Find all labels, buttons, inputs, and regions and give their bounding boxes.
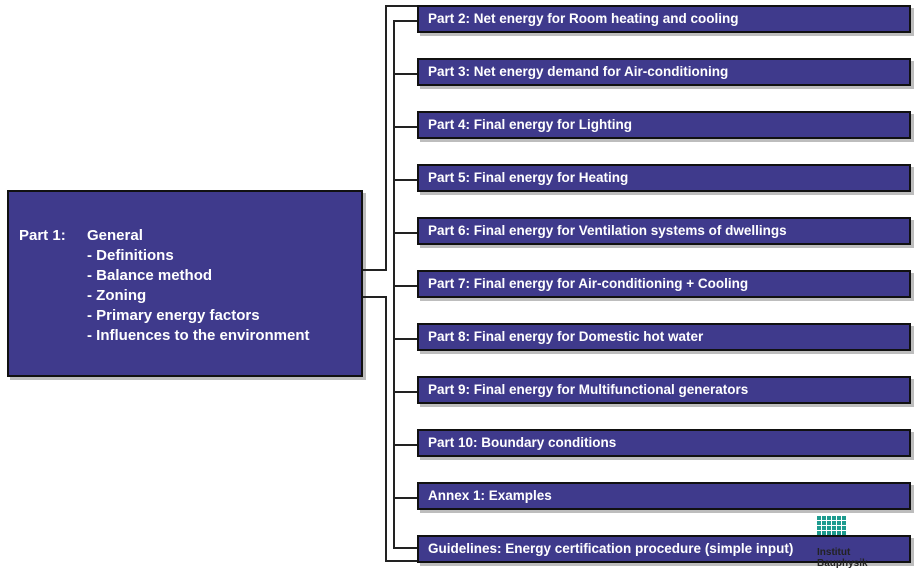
part-1-line-definitions: - Definitions: [87, 247, 174, 264]
connector-branch-2: [393, 20, 419, 22]
logo-line-1: Institut: [817, 547, 851, 558]
connector-bottom-link: [385, 560, 419, 562]
part-3-box: Part 3: Net energy demand for Air-condit…: [417, 58, 911, 86]
connector-branch-10: [393, 444, 419, 446]
part-2-label: Part 2: Net energy for Room heating and …: [428, 11, 739, 26]
part-10-box: Part 10: Boundary conditions: [417, 429, 911, 457]
part-1-lines: General - Definitions - Balance method -…: [87, 226, 353, 346]
guidelines-label: Guidelines: Energy certification procedu…: [428, 541, 794, 556]
part-1-line-general: General: [87, 227, 143, 244]
part-1-line-zoning: - Zoning: [87, 287, 147, 304]
part-7-label: Part 7: Final energy for Air-conditionin…: [428, 276, 749, 291]
guidelines-box: Guidelines: Energy certification procedu…: [417, 535, 911, 563]
connector-branch-annex: [393, 497, 419, 499]
part-4-box: Part 4: Final energy for Lighting: [417, 111, 911, 139]
part-6-box: Part 6: Final energy for Ventilation sys…: [417, 217, 911, 245]
part-6-label: Part 6: Final energy for Ventilation sys…: [428, 223, 787, 238]
part-1-line-influences: - Influences to the environment: [87, 327, 310, 344]
part-9-label: Part 9: Final energy for Multifunctional…: [428, 382, 749, 397]
part-1-content: Part 1: General - Definitions - Balance …: [19, 226, 353, 346]
part-3-label: Part 3: Net energy demand for Air-condit…: [428, 64, 729, 79]
logo-grid-icon: [817, 516, 846, 535]
part-9-box: Part 9: Final energy for Multifunctional…: [417, 376, 911, 404]
part-5-label: Part 5: Final energy for Heating: [428, 170, 629, 185]
connector-stub-upper: [363, 269, 387, 271]
connector-branch-4: [393, 126, 419, 128]
annex-1-box: Annex 1: Examples: [417, 482, 911, 510]
part-8-label: Part 8: Final energy for Domestic hot wa…: [428, 329, 704, 344]
part-2-box: Part 2: Net energy for Room heating and …: [417, 5, 911, 33]
connector-branch-5: [393, 179, 419, 181]
part-1-line-primary-energy-factors: - Primary energy factors: [87, 307, 260, 324]
connector-branch-guidelines: [393, 547, 419, 549]
part-1-line-balance-method: - Balance method: [87, 267, 213, 284]
part-1-label: Part 1:: [19, 227, 66, 244]
part-10-label: Part 10: Boundary conditions: [428, 435, 617, 450]
connector-trunk-upper: [385, 5, 387, 271]
part-7-box: Part 7: Final energy for Air-conditionin…: [417, 270, 911, 298]
institute-logo: Institut Bauphysik: [815, 515, 875, 585]
connector-branch-6: [393, 232, 419, 234]
connector-top-link: [385, 5, 419, 7]
part-8-box: Part 8: Final energy for Domestic hot wa…: [417, 323, 911, 351]
connector-stub-lower: [363, 296, 387, 298]
part-1-box: Part 1: General - Definitions - Balance …: [7, 190, 363, 377]
part-4-label: Part 4: Final energy for Lighting: [428, 117, 633, 132]
logo-text: Institut Bauphysik: [817, 547, 868, 569]
connector-trunk-lower: [385, 296, 387, 562]
part-5-box: Part 5: Final energy for Heating: [417, 164, 911, 192]
annex-1-label: Annex 1: Examples: [428, 488, 552, 503]
connector-rail-left: [393, 20, 395, 549]
connector-branch-7: [393, 285, 419, 287]
connector-branch-3: [393, 73, 419, 75]
connector-branch-8: [393, 338, 419, 340]
connector-branch-9: [393, 391, 419, 393]
logo-line-2: Bauphysik: [817, 558, 868, 569]
